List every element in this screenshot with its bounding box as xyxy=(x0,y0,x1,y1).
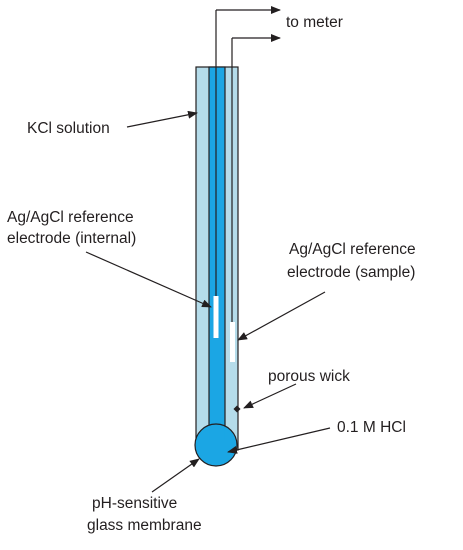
sample-ref-label-line2: electrode (sample) xyxy=(287,264,415,281)
internal-electrode xyxy=(213,296,219,338)
bulb-joint xyxy=(209,428,225,440)
internal-ref-label-line2: electrode (internal) xyxy=(7,230,136,247)
membrane-label-line1: pH-sensitive xyxy=(92,495,177,512)
sample-electrode xyxy=(230,322,235,362)
porous-wick xyxy=(233,405,241,413)
kcl-solution-label: KCl solution xyxy=(27,120,110,137)
porous-wick-arrow xyxy=(243,383,297,409)
membrane-arrow xyxy=(151,458,200,493)
hcl-label: 0.1 M HCl xyxy=(337,419,406,436)
sample-ref-arrow xyxy=(237,291,326,341)
internal-ref-arrow xyxy=(85,251,212,308)
sample-ref-label-line1: Ag/AgCl reference xyxy=(289,241,416,258)
membrane-label-line2: glass membrane xyxy=(87,517,202,534)
hcl-arrow xyxy=(227,427,331,454)
porous-wick-label: porous wick xyxy=(268,368,350,385)
glass-membrane-bulb xyxy=(194,423,238,467)
inner-tube xyxy=(208,66,226,438)
kcl-arrow xyxy=(126,110,198,128)
internal-ref-label-line1: Ag/AgCl reference xyxy=(7,209,134,226)
to-meter-label: to meter xyxy=(286,14,343,31)
